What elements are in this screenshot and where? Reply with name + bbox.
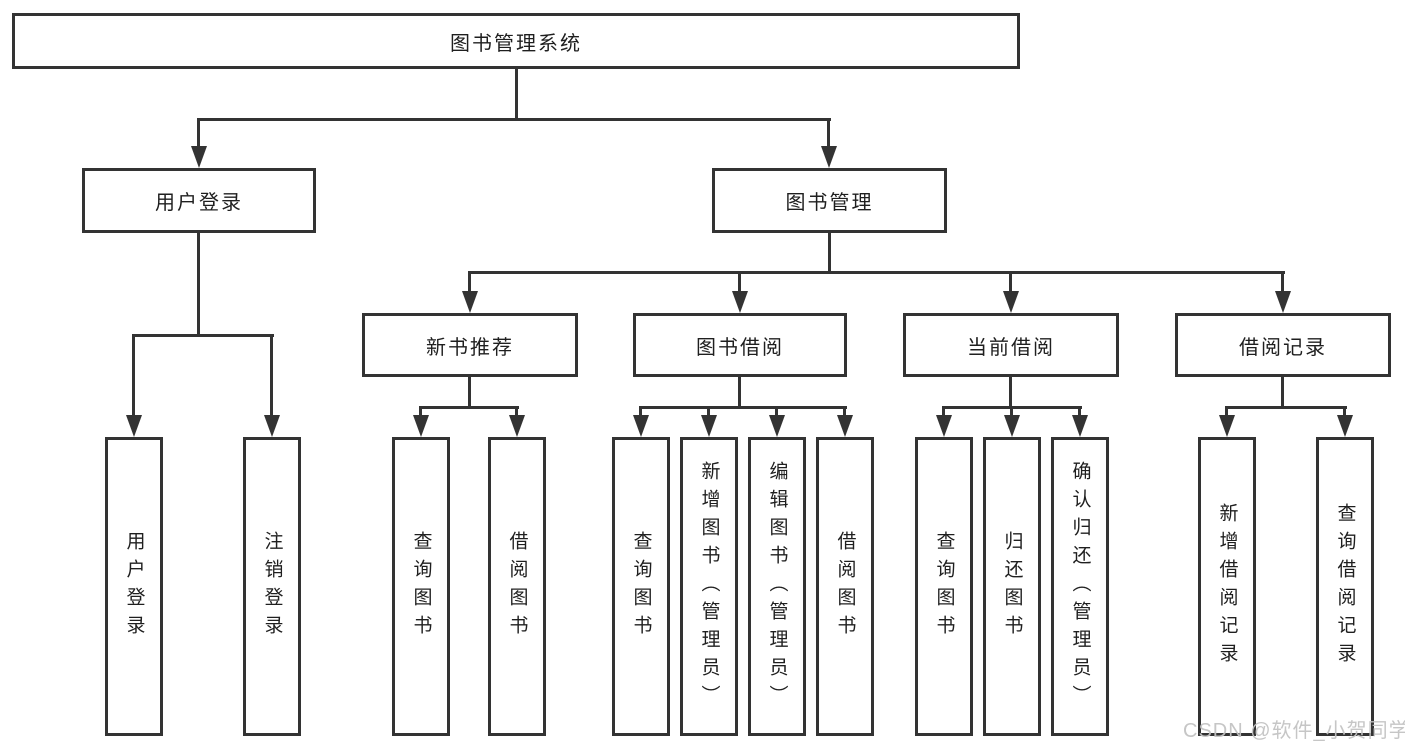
leaf-label: 用户登录 <box>123 530 145 643</box>
arrow-head <box>1275 291 1291 313</box>
line-segment <box>738 271 741 293</box>
arrow-head <box>462 291 478 313</box>
node-borrowing-records-label: 借阅记录 <box>1239 336 1327 359</box>
leaf-query-borrow-record: 查询借阅记录 <box>1316 437 1374 736</box>
line-segment <box>1281 271 1284 293</box>
arrow-head <box>1004 415 1020 437</box>
arrow-head <box>837 415 853 437</box>
node-new-book-recommend-label: 新书推荐 <box>426 336 514 359</box>
leaf-add-borrow-record: 新增借阅记录 <box>1198 437 1256 736</box>
node-new-book-recommend: 新书推荐 <box>362 313 578 377</box>
line-segment <box>1078 406 1081 418</box>
arrow-head <box>264 415 280 437</box>
arrow-head <box>1337 415 1353 437</box>
leaf-user-login: 用户登录 <box>105 437 163 736</box>
arrow-head <box>1219 415 1235 437</box>
line-segment <box>468 271 1285 274</box>
leaf-label: 确认归还（管理员） <box>1069 460 1091 713</box>
arrow-head <box>126 415 142 437</box>
line-segment <box>1281 377 1284 409</box>
node-book-borrowing-label: 图书借阅 <box>696 336 784 359</box>
leaf-query-books-recommend: 查询图书 <box>392 437 450 736</box>
node-user-login-label: 用户登录 <box>155 192 243 214</box>
node-current-borrowing: 当前借阅 <box>903 313 1119 377</box>
leaf-label: 查询图书 <box>630 530 652 643</box>
leaf-label: 新增借阅记录 <box>1216 502 1238 671</box>
arrow-head <box>701 415 717 437</box>
line-segment <box>639 406 642 418</box>
arrow-head <box>732 291 748 313</box>
watermark: CSDN @软件_小贺同学 <box>1183 720 1405 742</box>
line-segment <box>515 406 518 418</box>
node-book-borrowing: 图书借阅 <box>633 313 847 377</box>
line-segment <box>132 334 274 337</box>
leaf-label: 借阅图书 <box>834 530 856 643</box>
line-segment <box>270 334 273 419</box>
arrow-head <box>633 415 649 437</box>
node-borrowing-records: 借阅记录 <box>1175 313 1391 377</box>
line-segment <box>1343 406 1346 418</box>
leaf-logout: 注销登录 <box>243 437 301 736</box>
line-segment <box>738 377 741 409</box>
line-segment <box>1009 377 1012 409</box>
leaf-label: 编辑图书（管理员） <box>766 460 788 713</box>
line-segment <box>775 406 778 418</box>
line-segment <box>942 406 945 418</box>
arrow-head <box>1003 291 1019 313</box>
leaf-label: 查询图书 <box>410 530 432 643</box>
node-root: 图书管理系统 <box>12 13 1020 69</box>
arrow-head <box>821 146 837 168</box>
line-segment <box>707 406 710 418</box>
line-segment <box>1009 271 1012 293</box>
leaf-borrow-books-recommend: 借阅图书 <box>488 437 546 736</box>
node-user-login: 用户登录 <box>82 168 316 233</box>
node-book-management: 图书管理 <box>712 168 947 233</box>
leaf-borrow-books-borrowing: 借阅图书 <box>816 437 874 736</box>
node-root-label: 图书管理系统 <box>450 32 582 55</box>
line-segment <box>197 233 200 337</box>
line-segment <box>828 233 831 274</box>
leaf-edit-book-admin: 编辑图书（管理员） <box>748 437 806 736</box>
leaf-add-book-admin: 新增图书（管理员） <box>680 437 738 736</box>
line-segment <box>827 118 830 148</box>
arrow-head <box>1072 415 1088 437</box>
line-segment <box>197 118 200 148</box>
arrow-head <box>413 415 429 437</box>
line-segment <box>419 406 519 409</box>
node-current-borrowing-label: 当前借阅 <box>967 336 1055 359</box>
leaf-label: 新增图书（管理员） <box>698 460 720 713</box>
line-segment <box>132 334 135 419</box>
node-book-management-label: 图书管理 <box>785 192 874 214</box>
line-segment <box>468 271 471 293</box>
leaf-return-books: 归还图书 <box>983 437 1041 736</box>
line-segment <box>468 377 471 409</box>
leaf-label: 归还图书 <box>1001 530 1023 643</box>
line-segment <box>197 118 831 121</box>
line-segment <box>639 406 847 409</box>
leaf-label: 查询图书 <box>933 530 955 643</box>
arrow-head <box>769 415 785 437</box>
leaf-query-books-borrowing: 查询图书 <box>612 437 670 736</box>
leaf-label: 查询借阅记录 <box>1334 502 1356 671</box>
leaf-label: 注销登录 <box>261 530 283 643</box>
line-segment <box>843 406 846 418</box>
leaf-query-books-current: 查询图书 <box>915 437 973 736</box>
line-segment <box>1010 406 1013 418</box>
arrow-head <box>191 146 207 168</box>
line-segment <box>1225 406 1347 409</box>
line-segment <box>419 406 422 418</box>
arrow-head <box>936 415 952 437</box>
line-segment <box>1225 406 1228 418</box>
line-segment <box>515 69 518 121</box>
leaf-label: 借阅图书 <box>506 530 528 643</box>
leaf-confirm-return-admin: 确认归还（管理员） <box>1051 437 1109 736</box>
arrow-head <box>509 415 525 437</box>
